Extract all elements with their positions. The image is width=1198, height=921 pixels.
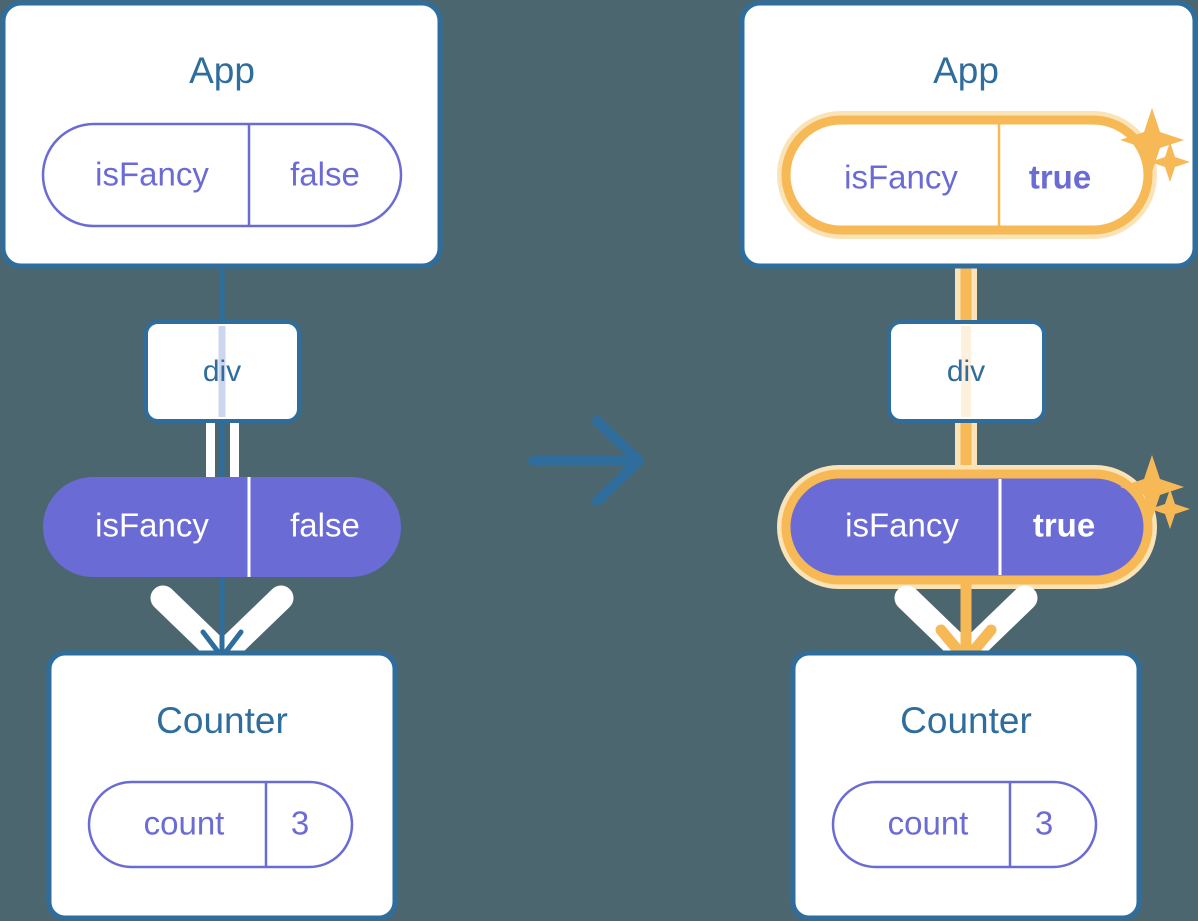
counter-title: Counter: [900, 700, 1032, 741]
sparkle-small-icon: [1150, 142, 1190, 182]
counter-state-pill: [87, 780, 354, 869]
props-pill: [43, 477, 401, 577]
sparkle-group-app: [1120, 108, 1190, 182]
props-pill-name: isFancy: [95, 507, 209, 544]
sparkle-group-props: [1120, 455, 1190, 529]
panel-after: App isFancy true div isFancy true: [739, 0, 1198, 921]
div-node-label: div: [947, 355, 985, 388]
app-state-pill-name: isFancy: [844, 159, 958, 196]
counter-state-pill: [831, 780, 1098, 869]
app-state-pill-name: isFancy: [95, 156, 209, 193]
counter-title: Counter: [156, 700, 288, 741]
app-state-pill-value: true: [1029, 159, 1091, 196]
app-state-pill: [781, 115, 1153, 235]
div-node-label: div: [203, 355, 241, 388]
props-stripe-left: [206, 418, 215, 490]
app-title: App: [189, 50, 255, 91]
app-state-pill: [41, 122, 403, 228]
props-pill-value: true: [1033, 507, 1095, 544]
sparkle-large-icon: [1120, 455, 1184, 519]
app-title: App: [933, 50, 999, 91]
props-stripe-right: [230, 418, 239, 490]
props-pill-value: false: [290, 507, 360, 544]
counter-state-pill-value: 3: [1035, 805, 1053, 842]
panel-before: App isFancy false div isFancy false Coun…: [0, 0, 443, 921]
counter-state-pill-value: 3: [291, 805, 309, 842]
sparkle-small-icon: [1150, 489, 1190, 529]
transition-arrow-head: [592, 416, 644, 506]
sparkle-large-icon: [1120, 108, 1184, 172]
props-pill-name: isFancy: [845, 507, 959, 544]
counter-state-pill-name: count: [144, 805, 225, 842]
app-state-pill-value: false: [290, 156, 360, 193]
transition-arrow-icon: [528, 416, 644, 506]
counter-state-pill-name: count: [888, 805, 969, 842]
